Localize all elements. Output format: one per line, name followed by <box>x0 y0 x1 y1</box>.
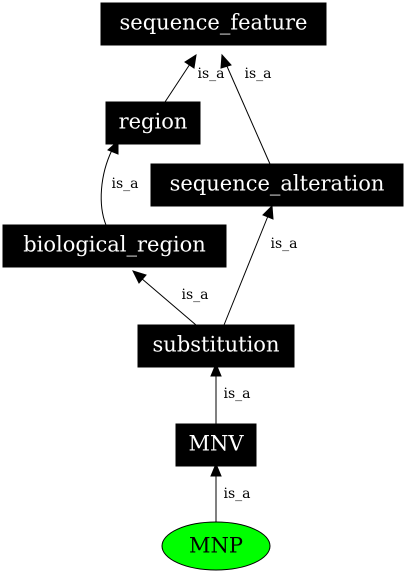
edge-line <box>225 63 271 165</box>
node-box <box>100 2 327 46</box>
edge-substitution-to-sequence-alteration: is_a <box>223 204 298 326</box>
edge-arrowhead <box>210 462 222 477</box>
node-region[interactable]: region <box>105 101 201 145</box>
edge-label: is_a <box>270 236 297 252</box>
node-mnp[interactable]: MNP <box>161 521 271 571</box>
node-mnv[interactable]: MNV <box>175 423 257 467</box>
node-box <box>137 324 295 368</box>
node-label: region <box>119 110 188 134</box>
edge-mnp-to-mnv: is_a <box>210 462 251 524</box>
node-label: sequence_alteration <box>170 172 385 196</box>
edge-sequence-alteration-to-sequence-feature: is_a <box>220 53 272 165</box>
node-ellipse <box>161 521 271 571</box>
node-sequence-feature[interactable]: sequence_feature <box>100 2 327 46</box>
node-box <box>2 224 227 268</box>
node-label: sequence_feature <box>120 11 308 35</box>
node-label: biological_region <box>23 233 206 257</box>
node-label: MNV <box>188 432 244 456</box>
node-box <box>150 163 404 207</box>
node-biological-region[interactable]: biological_region <box>2 224 227 268</box>
edge-label: is_a <box>111 176 138 192</box>
edge-mnv-to-substitution: is_a <box>210 362 251 424</box>
node-label: substitution <box>153 333 280 357</box>
edge-region-to-sequence-feature: is_a <box>164 53 225 103</box>
node-label: MNP <box>189 534 243 558</box>
node-box <box>105 101 201 145</box>
edge-label: is_a <box>181 287 208 303</box>
edge-line <box>100 149 113 226</box>
edge-line <box>164 63 191 103</box>
nodes: sequence_feature region sequence_alterat… <box>2 2 404 571</box>
edge-arrowhead <box>220 53 232 69</box>
edge-line <box>140 277 197 326</box>
edge-biological-region-to-region: is_a <box>100 139 139 226</box>
edge-arrowhead <box>132 270 147 284</box>
edge-line <box>223 215 269 326</box>
edge-substitution-to-biological-region: is_a <box>132 270 209 326</box>
node-substitution[interactable]: substitution <box>137 324 295 368</box>
edge-arrowhead <box>184 53 197 69</box>
edge-label: is_a <box>223 486 250 502</box>
node-sequence-alteration[interactable]: sequence_alteration <box>150 163 404 207</box>
edge-label: is_a <box>197 66 224 82</box>
node-box <box>175 423 257 467</box>
edge-arrowhead <box>210 362 222 377</box>
edge-arrowhead <box>262 204 274 220</box>
edge-label: is_a <box>223 386 250 402</box>
edge-label: is_a <box>244 66 271 82</box>
